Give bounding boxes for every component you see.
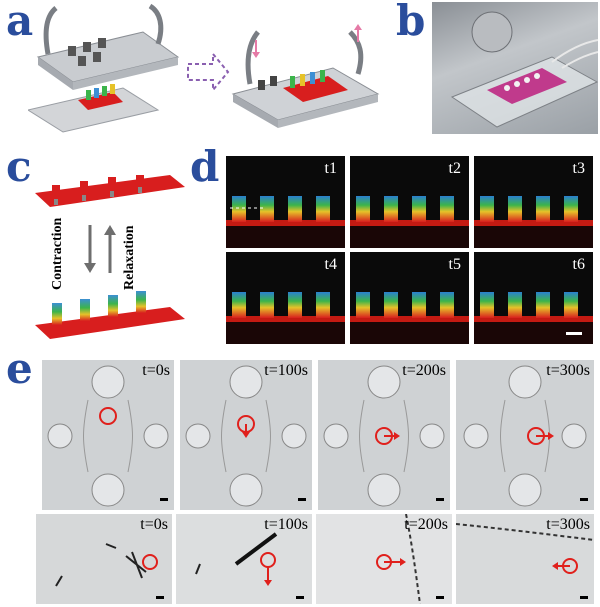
device-photo (432, 2, 598, 134)
micro-frame: t=300s (456, 514, 594, 604)
time-label: t=300s (546, 516, 590, 533)
time-label: t=0s (142, 362, 170, 379)
panel-label-b: b (396, 0, 426, 45)
relaxation-label: Relaxation (122, 225, 137, 290)
time-label: t=100s (264, 362, 308, 379)
chip-assembled (231, 24, 380, 128)
device-schematic (28, 3, 380, 133)
frame-label: t5 (448, 256, 461, 273)
chip-frame: t=100s (180, 360, 312, 510)
frame-label: t6 (572, 256, 585, 273)
contraction-schematic (35, 175, 185, 339)
micro-frame: t=0s (36, 514, 172, 604)
frame-t4: t4 (226, 252, 345, 344)
time-label: t=100s (264, 516, 308, 533)
chip-frame: t=300s (456, 360, 594, 510)
frame-t1: t1 (226, 156, 345, 248)
contraction-arrow-icon (84, 225, 96, 273)
contracted-state (35, 291, 185, 339)
time-label: t=300s (546, 362, 590, 379)
frame-t6: t6 (474, 252, 593, 344)
frame-t2: t2 (350, 156, 469, 248)
panel-label-d: d (190, 142, 220, 191)
contraction-label: Contraction (50, 217, 65, 290)
chip-frame: t=200s (318, 360, 450, 510)
relaxed-state (35, 175, 185, 207)
micro-frame: t=100s (176, 514, 312, 604)
chip-frame: t=0s (42, 360, 174, 510)
time-label: t=200s (404, 516, 448, 533)
panel-label-a: a (6, 0, 34, 45)
time-label: t=200s (402, 362, 446, 379)
frame-label: t4 (324, 256, 337, 273)
chip-top-layer (36, 3, 180, 90)
frame-t5: t5 (350, 252, 469, 344)
relaxation-arrow-icon (104, 225, 116, 273)
frame-label: t2 (448, 160, 461, 177)
panel-label-c: c (6, 142, 32, 191)
micro-frame: t=200s (316, 514, 452, 604)
frame-label: t1 (324, 160, 337, 177)
frame-t3: t3 (474, 156, 593, 248)
chip-bottom-layer (28, 84, 160, 133)
time-label: t=0s (140, 516, 168, 533)
frame-label: t3 (572, 160, 585, 177)
process-arrow-icon (187, 51, 230, 93)
panel-label-e: e (6, 344, 33, 393)
